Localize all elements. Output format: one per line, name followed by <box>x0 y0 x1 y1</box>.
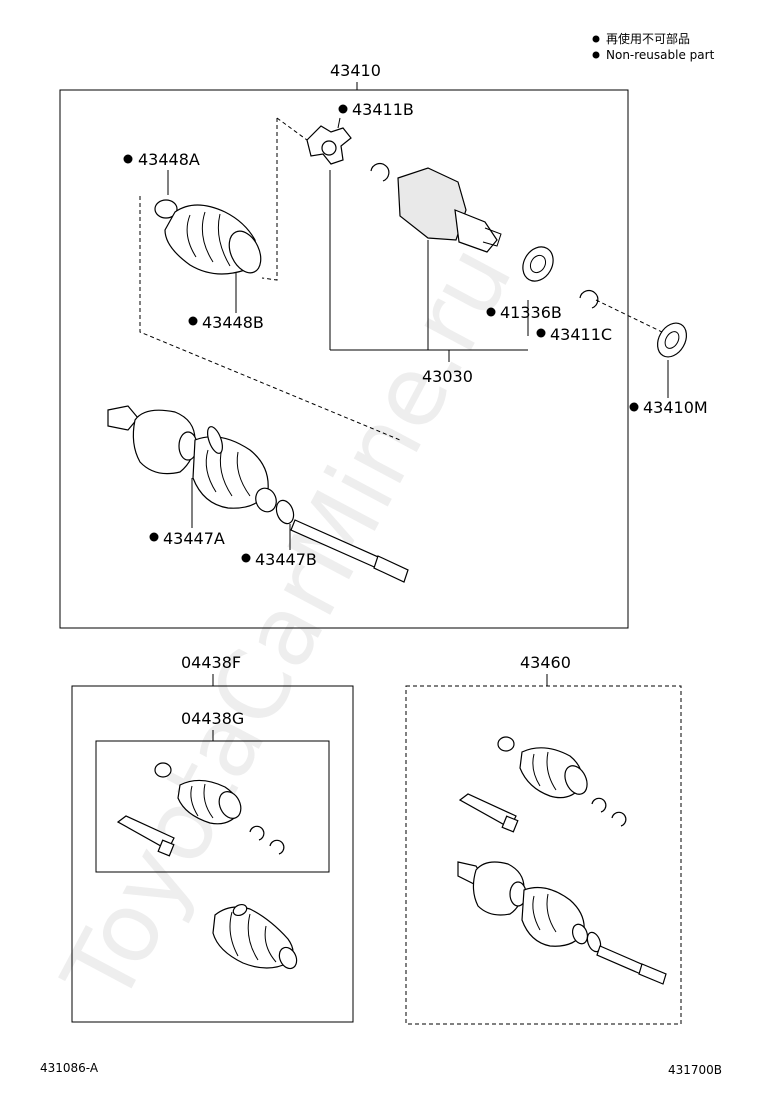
grease-tube-icon <box>458 793 517 829</box>
legend: 再使用不可部品 Non-reusable part <box>592 31 715 62</box>
non-reusable-bullet-icon <box>486 307 496 317</box>
part-43447A[interactable]: 43447A <box>149 478 225 548</box>
part-43448A-label[interactable]: 43448A <box>138 150 200 169</box>
large-clamp-icon <box>564 765 588 795</box>
part-43411B[interactable]: 43411B <box>337 100 414 182</box>
part-41336B[interactable]: 41336B <box>486 241 562 322</box>
tripod-hub-icon <box>321 140 337 156</box>
large-clamp-icon <box>218 791 242 819</box>
footer-right-code: 431700B <box>668 1063 722 1077</box>
axle-shaft-icon <box>596 945 647 976</box>
snap-ring-icon <box>370 163 390 182</box>
kit-g-parts <box>116 762 285 857</box>
shaft-spline-icon <box>373 555 409 583</box>
assembly-43460-parts <box>457 736 667 985</box>
housing-icon <box>397 167 467 241</box>
part-43411B-label[interactable]: 43411B <box>352 100 414 119</box>
small-clamp-icon <box>586 931 602 953</box>
assembly-04438F-frame <box>71 685 354 1023</box>
housing-stem-icon <box>454 209 498 253</box>
tripod-joint <box>306 125 352 165</box>
assembly-43410-group[interactable]: 43410 <box>59 61 629 629</box>
non-reusable-bullet-icon <box>123 154 133 164</box>
assembly-43460-group[interactable]: 43460 <box>405 653 682 1025</box>
assembly-04438F-label[interactable]: 04438F <box>181 653 241 672</box>
clamp-icon <box>497 736 515 752</box>
non-reusable-bullet-icon <box>188 316 198 326</box>
legend-item-jp: 再使用不可部品 <box>606 31 690 46</box>
part-43447B[interactable]: 43447B <box>241 524 317 569</box>
assembly-43030-label[interactable]: 43030 <box>422 367 473 386</box>
snap-ring-icon <box>611 811 627 827</box>
bullet-icon <box>592 35 600 43</box>
assembly-43460-label[interactable]: 43460 <box>520 653 571 672</box>
part-43448A[interactable]: 43448A <box>123 150 200 219</box>
part-43447B-label[interactable]: 43447B <box>255 550 317 569</box>
non-reusable-bullet-icon <box>629 402 639 412</box>
part-41336B-label[interactable]: 41336B <box>500 303 562 322</box>
kit-f-boot <box>212 903 298 970</box>
non-reusable-bullet-icon <box>149 532 159 542</box>
footer-left-code: 431086-A <box>40 1061 99 1075</box>
non-reusable-bullet-icon <box>338 104 348 114</box>
part-43448B-label[interactable]: 43448B <box>202 313 264 332</box>
assembly-43410-frame <box>59 89 629 629</box>
grease-tube-icon <box>116 815 175 851</box>
small-clamp-icon <box>275 499 295 525</box>
assembly-43460-frame <box>405 685 682 1025</box>
clamp-icon <box>154 199 178 219</box>
inboard-boot <box>164 204 262 275</box>
assembly-43410-label[interactable]: 43410 <box>330 61 381 80</box>
part-43410M-label[interactable]: 43410M <box>643 398 708 417</box>
assembly-04438G-frame <box>95 740 330 873</box>
clamp-icon <box>154 762 172 778</box>
assembly-04438G-label[interactable]: 04438G <box>181 709 244 728</box>
part-43448B[interactable]: 43448B <box>188 272 264 332</box>
seal-icon <box>522 246 554 282</box>
snap-ring-icon <box>579 290 599 309</box>
part-43411C[interactable]: 43411C <box>527 290 612 344</box>
watermark-text: ToyotaCarMine.ru <box>41 228 534 1022</box>
part-43410M[interactable]: 43410M <box>595 299 708 417</box>
assembly-04438G-group[interactable]: 04438G <box>95 709 330 873</box>
assembly-04438F-group[interactable]: 04438F <box>71 653 354 1023</box>
inboard-joint-housing <box>397 167 502 253</box>
snap-ring-icon <box>249 825 265 841</box>
shaft-spline-icon <box>638 963 667 985</box>
outboard-joint-shaft <box>107 405 409 583</box>
small-clamp-icon <box>278 946 298 970</box>
snap-ring-icon <box>269 839 285 855</box>
snap-ring-icon <box>591 797 607 813</box>
spline-end-icon <box>107 405 139 431</box>
bullet-icon <box>592 51 600 59</box>
legend-item-en: Non-reusable part <box>606 48 715 62</box>
seal-icon <box>656 322 688 358</box>
assembly-43030-group[interactable]: 43030 <box>329 170 528 386</box>
large-clamp-icon <box>228 230 262 274</box>
part-43447A-label[interactable]: 43447A <box>163 529 225 548</box>
part-43411C-label[interactable]: 43411C <box>550 325 612 344</box>
non-reusable-bullet-icon <box>536 328 546 338</box>
non-reusable-bullet-icon <box>241 553 251 563</box>
